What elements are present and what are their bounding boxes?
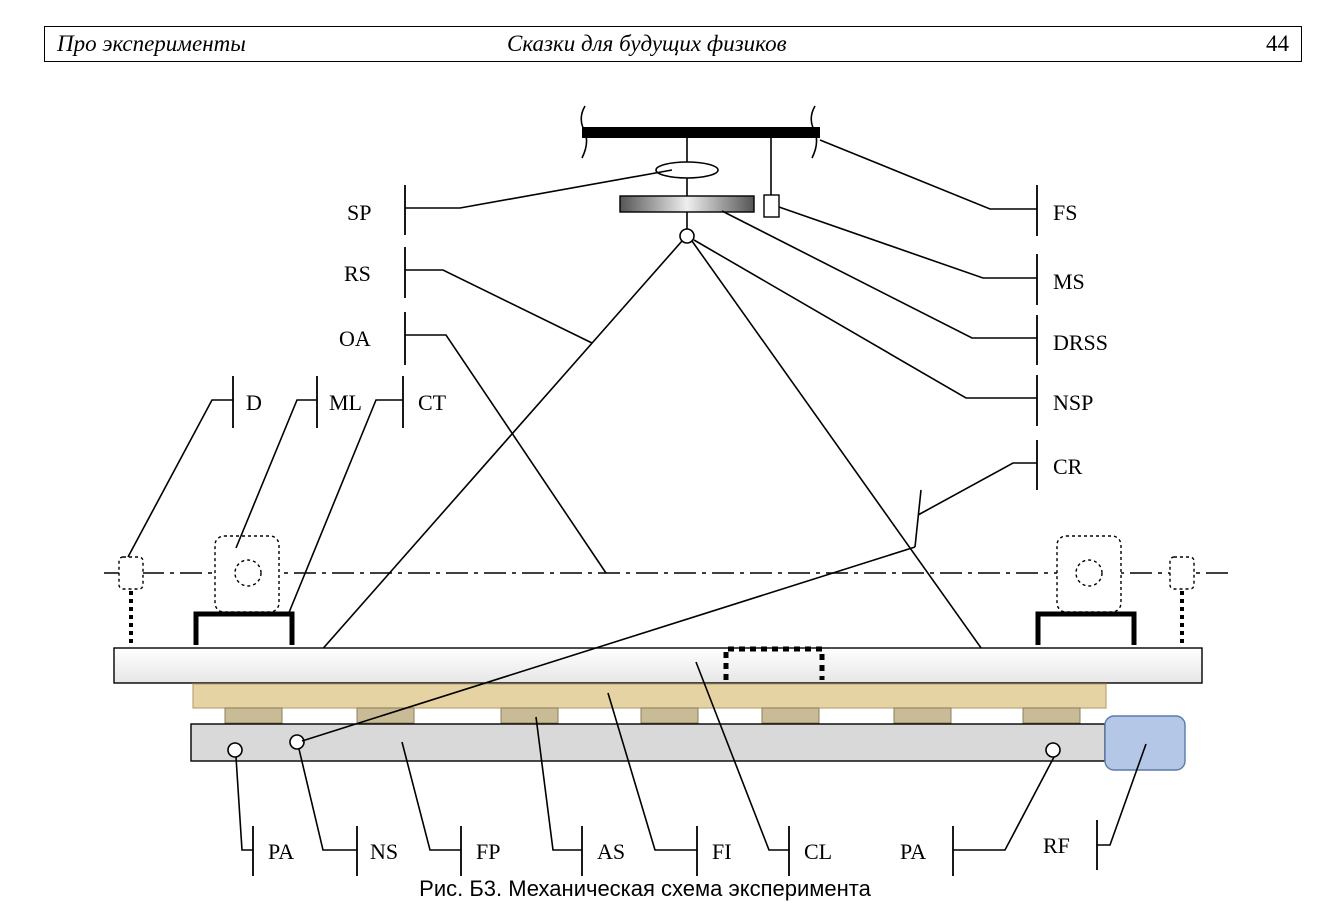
rotating-stage (619, 195, 755, 213)
label-group-cl: CL (695, 661, 832, 876)
label-as: AS (597, 839, 625, 864)
label-group-ml: ML (235, 376, 362, 549)
page-header: Про эксперименты Сказки для будущих физи… (44, 26, 1302, 62)
label-oa: OA (339, 326, 371, 351)
mass-sensor (763, 194, 780, 218)
label-group-rs: RS (344, 247, 593, 344)
label-group-ct: CT (287, 376, 447, 616)
header-book-title: Сказки для будущих физиков (507, 31, 787, 56)
rotation-frame-motor (1104, 715, 1186, 771)
header-section-title: Про эксперименты (57, 31, 246, 56)
label-group-pa-left: PA (235, 756, 294, 876)
left-detector (118, 556, 144, 645)
attachment-point-ns (289, 734, 305, 750)
label-ns: NS (370, 839, 398, 864)
label-group-d: D (127, 376, 262, 558)
label-pa-left: PA (268, 839, 294, 864)
label-fs: FS (1053, 200, 1077, 225)
suspension-point (655, 161, 719, 179)
rail (113, 647, 1203, 684)
label-d: D (246, 390, 262, 415)
right-mirror-holder (1035, 535, 1137, 645)
cr-line (301, 489, 922, 742)
ceiling-beam (580, 105, 820, 159)
anti-vibration-supports (224, 707, 1081, 724)
label-drss: DRSS (1053, 330, 1108, 355)
label-group-ns: NS (298, 748, 398, 876)
label-fp: FP (476, 839, 500, 864)
left-mirror-holder (193, 535, 295, 645)
label-group-oa: OA (339, 312, 607, 574)
label-sp: SP (347, 200, 371, 225)
suspension-assembly (619, 138, 780, 244)
label-nsp: NSP (1053, 390, 1093, 415)
label-ct: CT (418, 390, 447, 415)
cuvette (723, 646, 825, 680)
label-cr: CR (1053, 454, 1083, 479)
label-group-fs: FS (819, 139, 1077, 236)
figure-caption: Рис. Б3. Механическая схема эксперимента (419, 876, 871, 901)
label-group-cr: CR (917, 440, 1083, 516)
foundation-platform (190, 723, 1106, 762)
right-detector (1169, 556, 1195, 645)
label-group-ms: MS (778, 206, 1085, 305)
label-group-fp: FP (401, 741, 500, 876)
label-rs: RS (344, 261, 371, 286)
label-group-as: AS (535, 716, 625, 876)
attachment-point-right (1045, 742, 1061, 758)
label-group-sp: SP (347, 169, 673, 235)
label-rf: RF (1043, 833, 1070, 858)
label-pa-right: PA (900, 839, 926, 864)
header-page-number: 44 (1266, 31, 1289, 56)
label-fi: FI (712, 839, 732, 864)
label-group-drss: DRSS (721, 210, 1108, 365)
fiberboard-plank (192, 683, 1107, 709)
label-ml: ML (329, 390, 362, 415)
attachment-point-left (227, 742, 243, 758)
label-cl: CL (804, 839, 832, 864)
label-group-nsp: NSP (693, 239, 1093, 426)
label-ms: MS (1053, 269, 1085, 294)
label-group-pa-right: PA (900, 756, 1055, 876)
node-suspension-point (679, 228, 695, 244)
label-group-rf: RF (1043, 743, 1147, 870)
label-group-fi: FI (607, 692, 732, 876)
